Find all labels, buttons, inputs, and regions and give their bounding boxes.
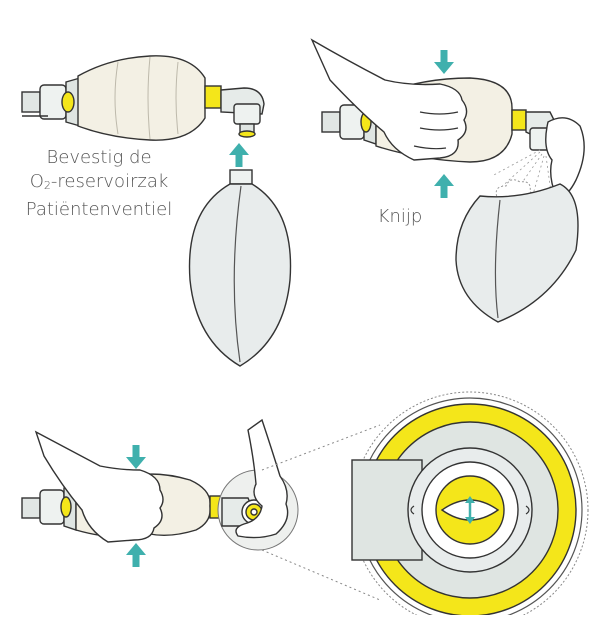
mask-connector-1 bbox=[22, 78, 80, 126]
o2-subscript: 2 bbox=[44, 179, 51, 192]
arrow-down-3 bbox=[126, 445, 146, 469]
oxygen-reservoir-bag-2 bbox=[456, 184, 578, 322]
attach-label-line1: Bevestig de bbox=[14, 146, 184, 170]
oxygen-reservoir-bag-1 bbox=[190, 170, 291, 366]
arrow-up-2 bbox=[434, 174, 454, 198]
hand-holding-valve-2 bbox=[546, 118, 584, 197]
patient-valve-1 bbox=[205, 86, 264, 137]
arrow-up-1 bbox=[229, 143, 249, 167]
o2-prefix: O bbox=[30, 171, 44, 192]
attach-label-line2: O2-reservoirzak bbox=[14, 170, 184, 198]
attach-reservoir-label: Bevestig de O2-reservoirzak Patiëntenven… bbox=[14, 146, 184, 222]
attach-label-line3: Patiëntenventiel bbox=[14, 198, 184, 222]
resuscitator-bag-1 bbox=[78, 56, 205, 140]
valve-detail-zoom bbox=[352, 392, 588, 615]
squeeze-label: Knijp bbox=[360, 205, 440, 229]
arrow-down-2 bbox=[434, 50, 454, 74]
hand-squeezing-3 bbox=[36, 432, 163, 542]
panel-squeeze-test bbox=[312, 40, 584, 322]
reservoir-suffix: -reservoirzak bbox=[51, 171, 168, 192]
panel-check-valve bbox=[22, 392, 588, 615]
arrow-up-3 bbox=[126, 543, 146, 567]
